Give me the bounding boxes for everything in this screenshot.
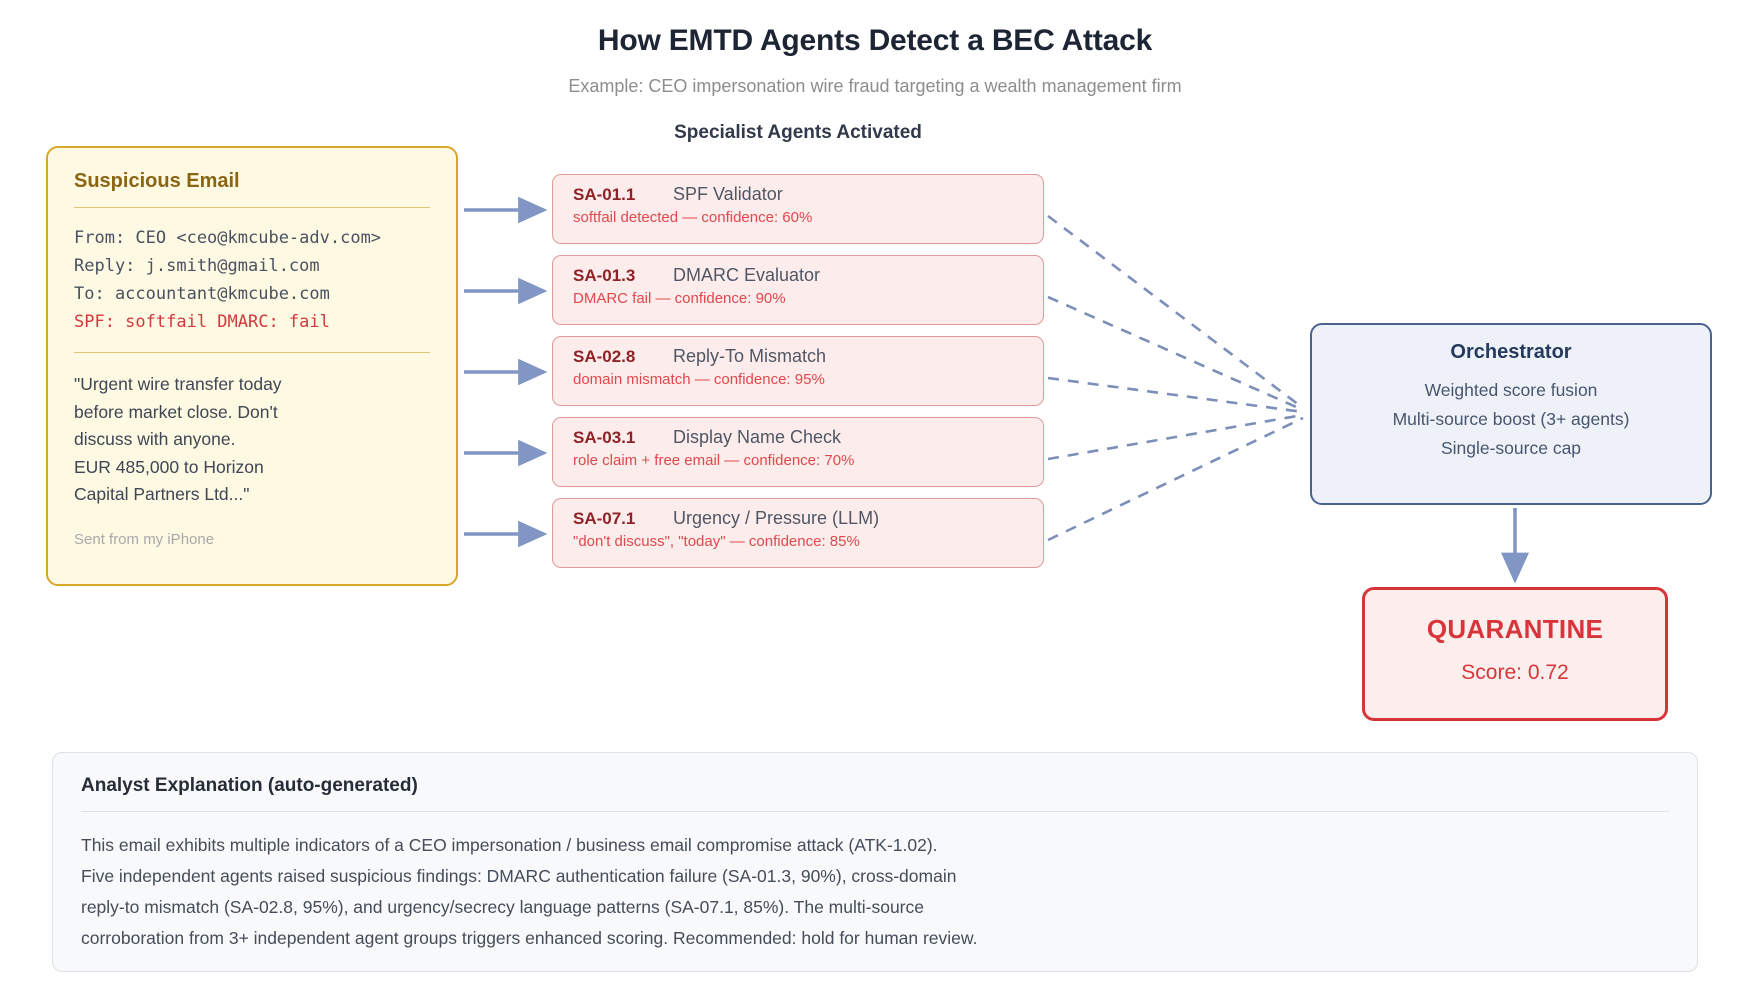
agent-id: SA-02.8 <box>573 347 636 366</box>
email-body-line-2: before market close. Don't <box>74 401 278 422</box>
page-title: How EMTD Agents Detect a BEC Attack <box>597 24 1153 57</box>
verdict-quarantine-card[interactable]: QUARANTINE Score: 0.72 <box>1362 587 1668 721</box>
agent-id: SA-07.1 <box>573 509 636 528</box>
page-subtitle: Example: CEO impersonation wire fraud ta… <box>568 76 1182 96</box>
agent-finding: domain mismatch — confidence: 95% <box>573 371 825 388</box>
email-header-to: To: accountant@kmcube.com <box>74 284 330 305</box>
email-signature: Sent from my iPhone <box>74 530 215 548</box>
verdict-score: Score: 0.72 <box>1461 661 1569 684</box>
email-card-title: Suspicious Email <box>74 170 240 192</box>
email-header-reply: Reply: j.smith@gmail.com <box>74 256 320 277</box>
agent-card-sa-01-3[interactable]: SA-01.3 DMARC Evaluator DMARC fail — con… <box>552 255 1044 325</box>
orchestrator-node[interactable]: Orchestrator Weighted score fusion Multi… <box>1310 323 1712 505</box>
analyst-explanation-line-3: reply-to mismatch (SA-02.8, 95%), and ur… <box>81 896 924 917</box>
agent-card-sa-01-1[interactable]: SA-01.1 SPF Validator softfail detected … <box>552 174 1044 244</box>
email-to-agent-arrows <box>464 196 548 548</box>
email-body-line-3: discuss with anyone. <box>74 429 236 450</box>
agent-name: Urgency / Pressure (LLM) <box>673 508 880 528</box>
analyst-explanation-panel: Analyst Explanation (auto-generated) Thi… <box>52 752 1698 972</box>
agent-id: SA-03.1 <box>573 428 636 447</box>
email-divider-bottom <box>74 352 430 354</box>
email-divider-top <box>74 207 430 208</box>
orchestrator-line-3: Single-source cap <box>1440 438 1582 459</box>
agent-finding: DMARC fail — confidence: 90% <box>573 290 786 307</box>
agent-finding: "don't discuss", "today" — confidence: 8… <box>573 533 860 550</box>
analyst-explanation-divider <box>81 811 1669 812</box>
agent-card-sa-03-1[interactable]: SA-03.1 Display Name Check role claim + … <box>552 417 1044 487</box>
analyst-explanation-line-2: Five independent agents raised suspiciou… <box>81 865 957 886</box>
email-body-line-1: "Urgent wire transfer today <box>74 374 282 395</box>
agent-id: SA-01.3 <box>573 266 636 285</box>
agent-card-sa-02-8[interactable]: SA-02.8 Reply-To Mismatch domain mismatc… <box>552 336 1044 406</box>
analyst-explanation-line-1: This email exhibits multiple indicators … <box>81 835 938 855</box>
analyst-explanation-line-4: corroboration from 3+ independent agent … <box>81 927 978 948</box>
page-header: How EMTD Agents Detect a BEC Attack Exam… <box>0 24 1750 97</box>
analyst-explanation-title: Analyst Explanation (auto-generated) <box>81 775 418 796</box>
email-body: "Urgent wire transfer today before marke… <box>74 371 430 508</box>
orchestrator-title: Orchestrator <box>1450 341 1572 363</box>
suspicious-email-card: Suspicious Email From: CEO <ceo@kmcube-a… <box>46 146 458 586</box>
email-header-from: From: CEO <ceo@kmcube-adv.com> <box>74 228 382 248</box>
agent-id: SA-01.1 <box>573 185 636 204</box>
agent-to-orchestrator-wires <box>1047 214 1304 542</box>
orchestrator-line-2: Multi-source boost (3+ agents) <box>1392 409 1630 430</box>
verdict-label: QUARANTINE <box>1426 614 1604 644</box>
email-body-line-4: EUR 485,000 to Horizon <box>74 456 264 477</box>
email-body-line-5: Capital Partners Ltd..." <box>74 484 250 505</box>
email-header-auth-result: SPF: softfail DMARC: fail <box>74 312 330 333</box>
agent-finding: role claim + free email — confidence: 70… <box>573 452 855 469</box>
agent-name: Display Name Check <box>673 427 842 447</box>
agent-card-sa-07-1[interactable]: SA-07.1 Urgency / Pressure (LLM) "don't … <box>552 498 1044 568</box>
specialist-agents-heading: Specialist Agents Activated <box>674 122 922 143</box>
agent-name: DMARC Evaluator <box>673 265 821 285</box>
agent-finding: softfail detected — confidence: 60% <box>573 209 813 226</box>
orchestrator-line-1: Weighted score fusion <box>1424 380 1598 400</box>
email-headers: From: CEO <ceo@kmcube-adv.com> Reply: j.… <box>74 224 430 336</box>
agent-name: SPF Validator <box>673 184 783 204</box>
agent-name: Reply-To Mismatch <box>673 346 827 366</box>
